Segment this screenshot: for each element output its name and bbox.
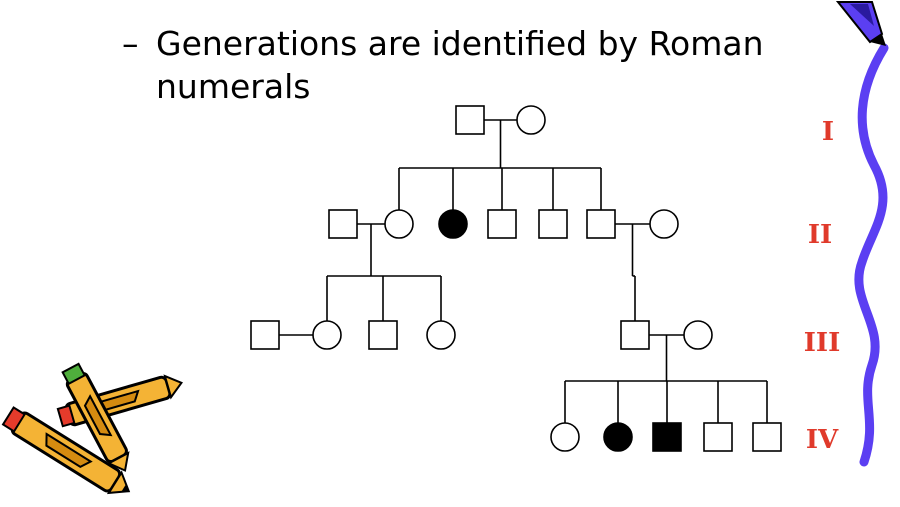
unaffected-female-circle — [312, 320, 342, 350]
affected-female-circle — [603, 422, 633, 452]
bullet-marker: – — [122, 24, 139, 63]
generation-label-i: I — [822, 117, 834, 147]
affected-male-square — [652, 422, 682, 452]
pedigree-chart — [250, 105, 782, 452]
unaffected-male-square — [703, 422, 733, 452]
unaffected-male-square — [538, 209, 568, 239]
unaffected-female-circle — [516, 105, 546, 135]
unaffected-female-circle — [426, 320, 456, 350]
unaffected-male-square — [586, 209, 616, 239]
crayons-clipart-icon — [1, 362, 183, 495]
pen-clipart-icon — [835, 1, 886, 46]
affected-female-circle — [438, 209, 468, 239]
unaffected-female-circle — [550, 422, 580, 452]
unaffected-male-square — [752, 422, 782, 452]
generation-label-iv: IV — [806, 425, 839, 455]
bullet-text: Generations are identified by Roman nume… — [156, 24, 764, 106]
unaffected-male-square — [250, 320, 280, 350]
unaffected-male-square — [328, 209, 358, 239]
unaffected-female-circle — [683, 320, 713, 350]
unaffected-male-square — [487, 209, 517, 239]
unaffected-male-square — [455, 105, 485, 135]
unaffected-female-circle — [649, 209, 679, 239]
wavy-border-decoration — [854, 43, 889, 467]
generation-labels: I II III IV — [804, 117, 841, 455]
generation-label-ii: II — [808, 220, 832, 250]
unaffected-female-circle — [384, 209, 414, 239]
unaffected-male-square — [620, 320, 650, 350]
generation-label-iii: III — [804, 328, 841, 358]
unaffected-male-square — [368, 320, 398, 350]
bullet-point: – Generations are identified by Roman nu… — [122, 22, 802, 108]
